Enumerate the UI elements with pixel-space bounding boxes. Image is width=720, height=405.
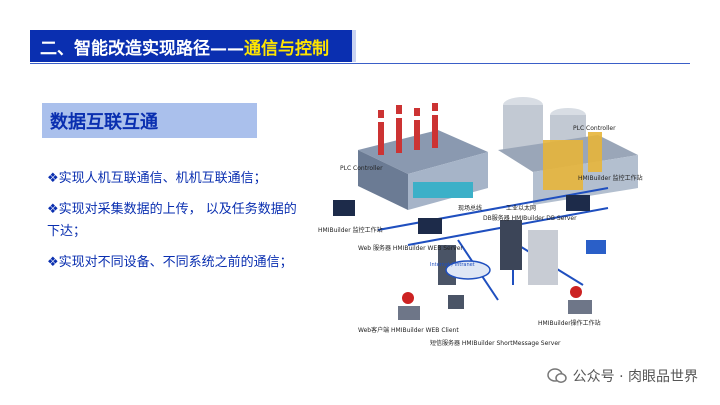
diagram-label: PLC Controller (340, 165, 383, 172)
diagram-label: 短信服务器 HMIBuilder ShortMessage Server (430, 339, 561, 347)
internet-icon (445, 260, 491, 280)
diagram-label: 工业以太网 (506, 204, 536, 212)
monitor-icon (333, 200, 355, 216)
bullet-item: ❖实现对不同设备、不同系统之前的通信； (47, 255, 293, 270)
diagram-label: HMIBuilder 监控工作站 (318, 226, 383, 234)
left-factory-image (358, 103, 488, 210)
network-diagram: PLC Controller HMIBuilder 监控工作站 PLC Cont… (318, 97, 643, 347)
bullet-list: ❖实现人机互联通信、机机互联通信； ❖实现对采集数据的上传， 以及任务数据的下达… (47, 168, 297, 283)
title-bar: 二、智能改造实现路径——通信与控制 (30, 30, 356, 62)
section-heading-box: 数据互联互通 (42, 103, 257, 138)
diagram-label: Web客户端 HMIBuilder WEB Client (358, 326, 459, 334)
diagram-label: 现场总线 (458, 204, 482, 212)
user-icon (402, 292, 414, 304)
diagram-label: HMIBuilder 监控工作站 (578, 174, 643, 182)
diagram-label: HMIBuilder操作工作站 (538, 319, 601, 327)
right-factory-image (498, 97, 638, 205)
diagram-label: DB服务器 HMIBuilder DB Server (483, 214, 577, 222)
footer-brand: 公众号 · 肉眼品世界 (546, 366, 698, 386)
server-icon (500, 220, 522, 270)
page-title-highlight: 通信与控制 (244, 38, 329, 59)
diagram-label: PLC Controller (573, 125, 616, 132)
title-underline (30, 63, 690, 64)
page-title: 二、智能改造实现路径—— (40, 38, 244, 59)
monitor-icon (586, 240, 606, 254)
diagram-label: Internet / Intranet (430, 262, 475, 268)
computer-icon (448, 295, 464, 309)
computer-icon (398, 306, 420, 320)
computer-icon (568, 300, 592, 314)
section-heading: 数据互联互通 (50, 111, 158, 133)
monitor-icon (566, 195, 590, 211)
user-icon (570, 286, 582, 298)
brand-text: 公众号 · 肉眼品世界 (572, 369, 698, 385)
bullet-item: ❖实现人机互联通信、机机互联通信； (47, 171, 267, 186)
diagram-label: Web 服务器 HMIBuilder WEB Server (358, 244, 463, 252)
wechat-icon (546, 368, 567, 383)
server-rack-icon (528, 230, 558, 285)
monitor-icon (418, 218, 442, 234)
bullet-item: ❖实现对采集数据的上传， 以及任务数据的下达； (47, 202, 297, 239)
